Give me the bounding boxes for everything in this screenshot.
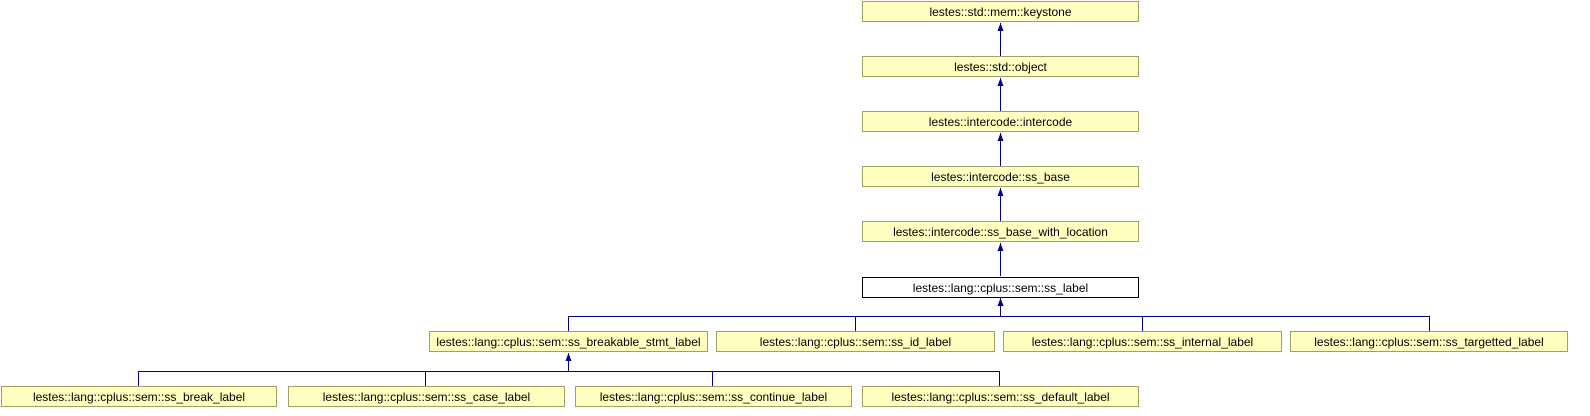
node-ss-base-with-location[interactable]: lestes::intercode::ss_base_with_location <box>862 221 1139 242</box>
node-keystone[interactable]: lestes::std::mem::keystone <box>862 1 1139 22</box>
node-ss-breakable-stmt-label[interactable]: lestes::lang::cplus::sem::ss_breakable_s… <box>429 331 708 352</box>
node-ss-default-label[interactable]: lestes::lang::cplus::sem::ss_default_lab… <box>862 386 1139 407</box>
node-object[interactable]: lestes::std::object <box>862 56 1139 77</box>
node-ss-break-label[interactable]: lestes::lang::cplus::sem::ss_break_label <box>1 386 277 407</box>
node-ss-internal-label[interactable]: lestes::lang::cplus::sem::ss_internal_la… <box>1003 331 1282 352</box>
node-ss-targetted-label[interactable]: lestes::lang::cplus::sem::ss_targetted_l… <box>1290 331 1568 352</box>
edge-row8-bus <box>138 371 1000 386</box>
node-ss-continue-label[interactable]: lestes::lang::cplus::sem::ss_continue_la… <box>575 386 852 407</box>
node-ss-case-label[interactable]: lestes::lang::cplus::sem::ss_case_label <box>288 386 565 407</box>
node-ss-label-current: lestes::lang::cplus::sem::ss_label <box>862 277 1139 298</box>
node-ss-id-label[interactable]: lestes::lang::cplus::sem::ss_id_label <box>716 331 995 352</box>
edge-row7-bus <box>568 316 1430 331</box>
node-intercode[interactable]: lestes::intercode::intercode <box>862 111 1139 132</box>
node-ss-base[interactable]: lestes::intercode::ss_base <box>862 166 1139 187</box>
